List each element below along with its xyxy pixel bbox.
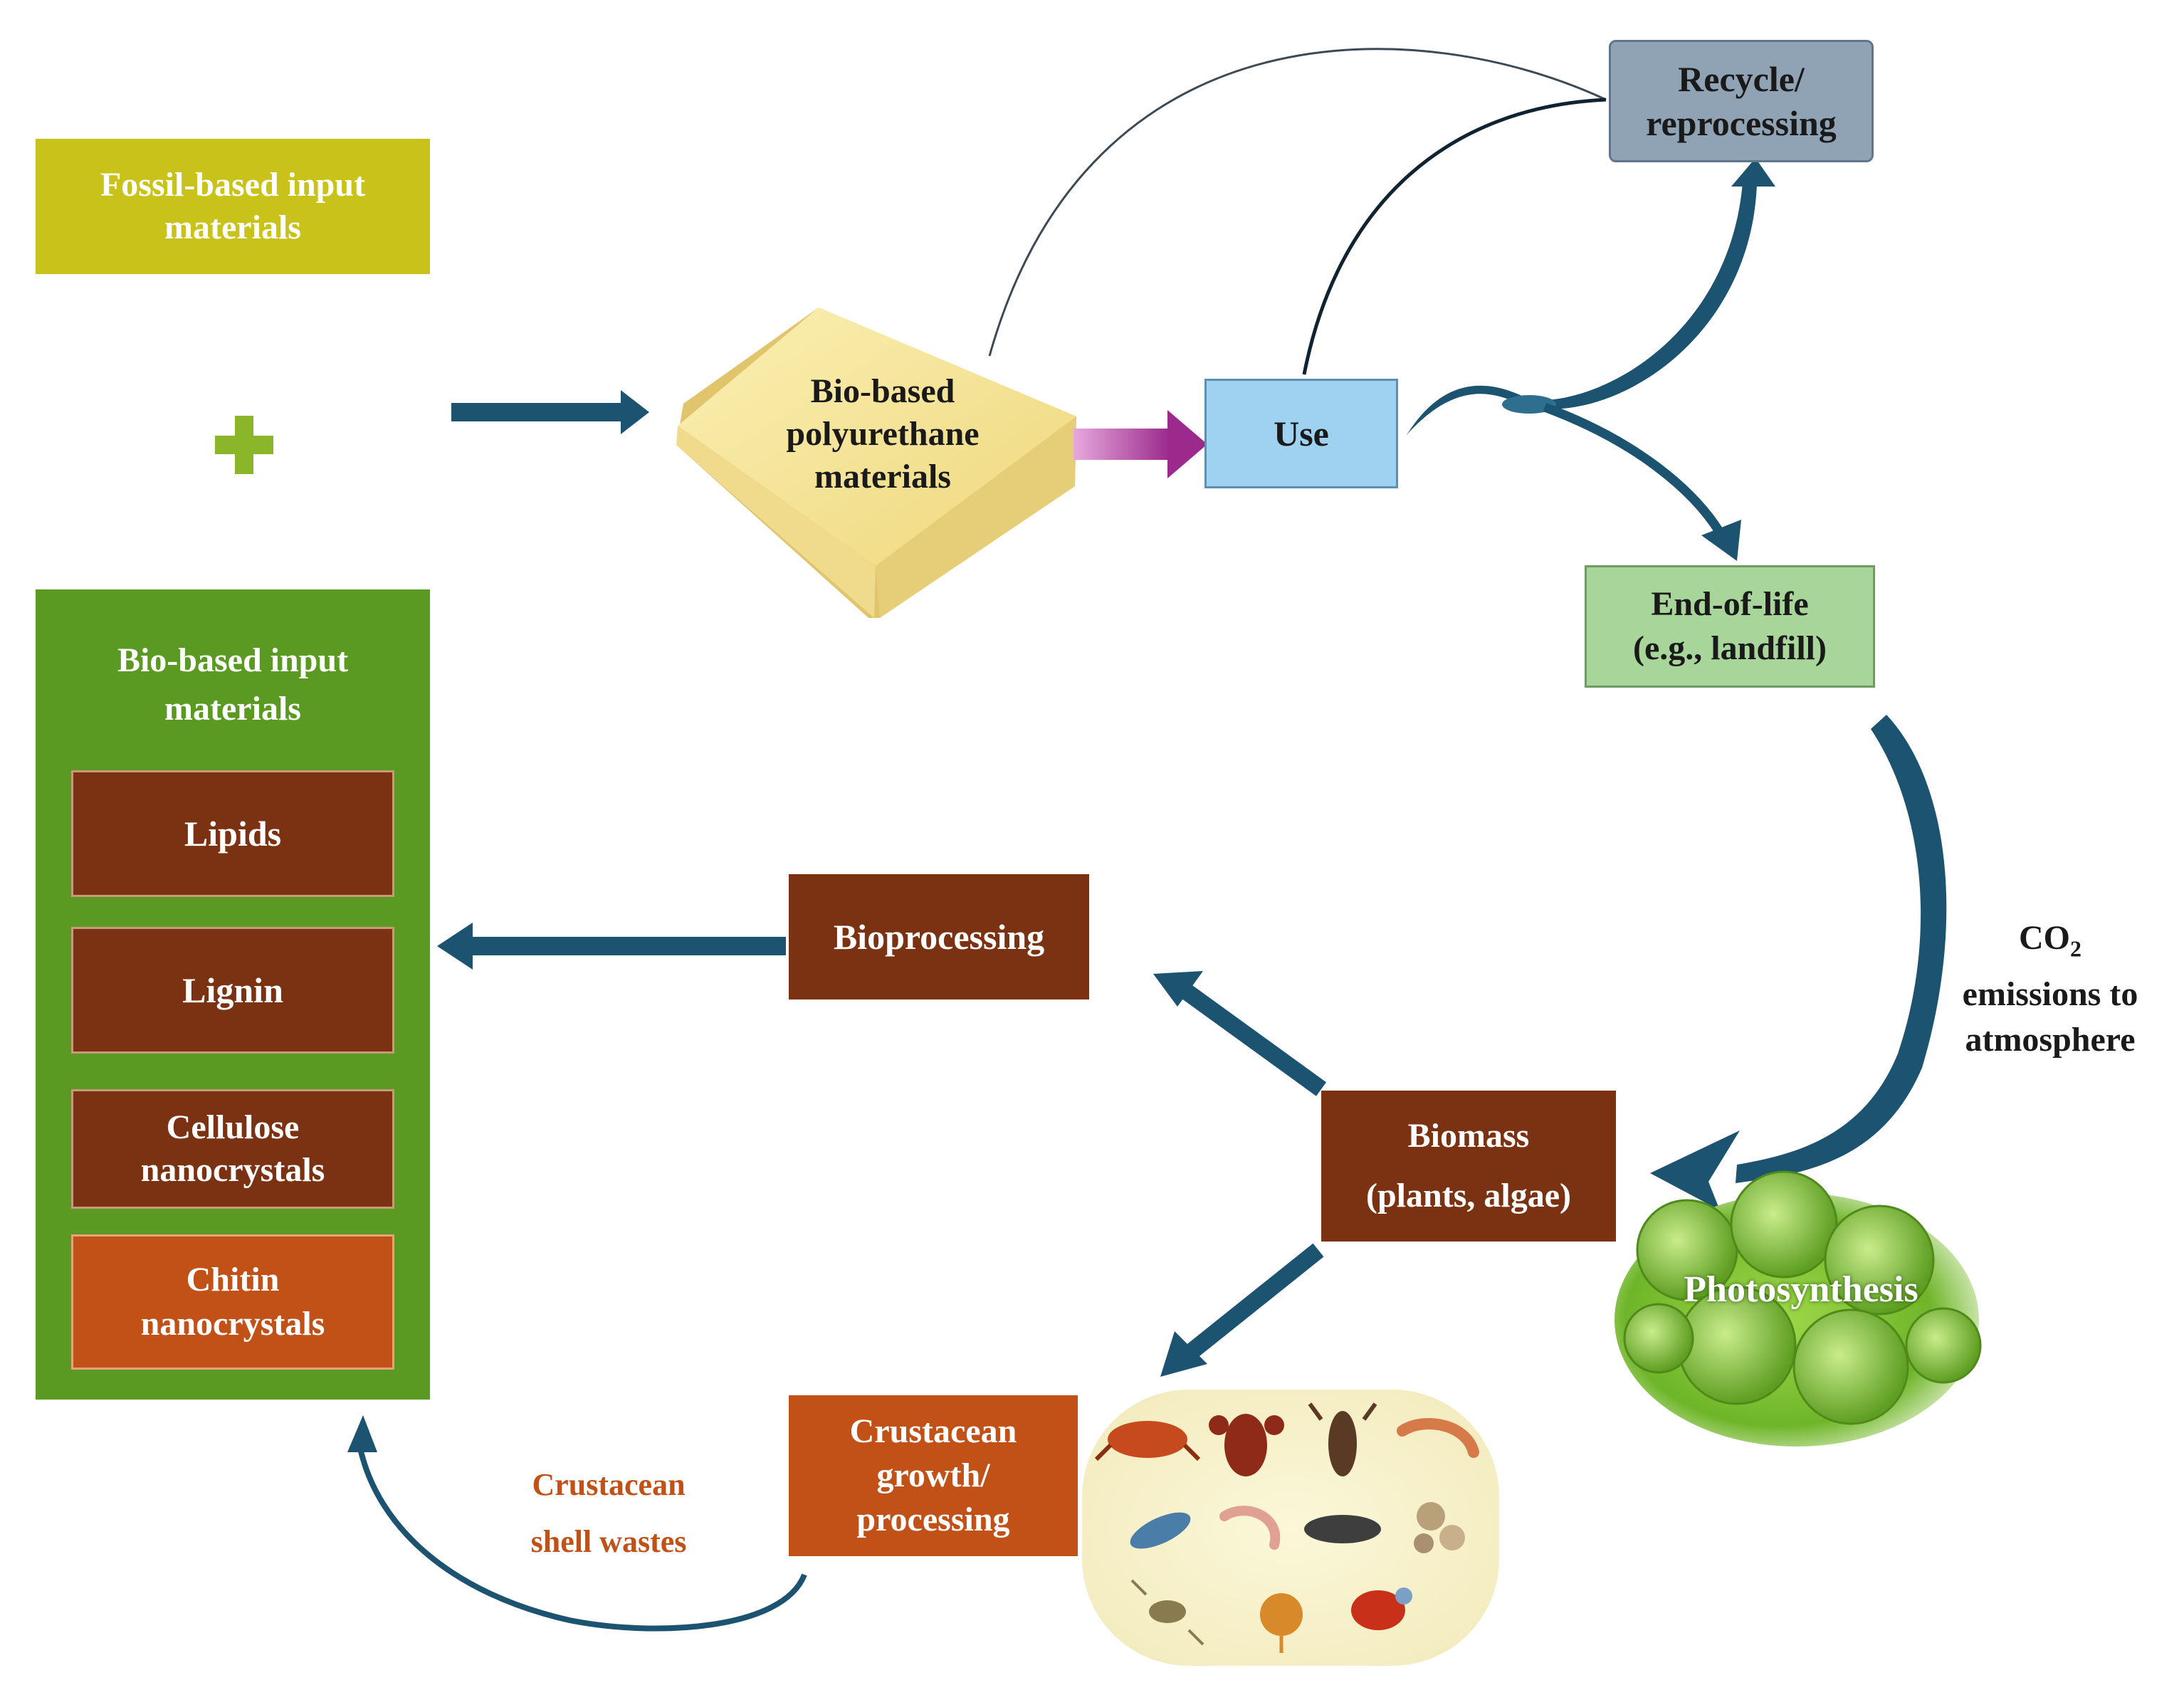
recycle-box: Recycle/ reprocessing xyxy=(1609,40,1874,162)
lipids-box: Lipids xyxy=(71,770,394,897)
arrow-biomass-to-bioprocessing xyxy=(1176,981,1327,1096)
bio-input-title-line-2: materials xyxy=(164,690,301,728)
polyurethane-label-line-2: polyurethane xyxy=(786,415,980,453)
arc-recycle-to-polyurethane xyxy=(988,48,1607,357)
crustacean-label-line-3: processing xyxy=(856,1501,1010,1538)
biomass-box: Biomass (plants, algae) xyxy=(1321,1091,1616,1242)
isopod-icon xyxy=(1304,1515,1381,1543)
photosynthesis-text: Photosynthesis xyxy=(1684,1269,1918,1310)
arrow-co2-cycle xyxy=(1736,715,1947,1183)
fossil-input-box: Fossil-based input materials xyxy=(36,139,430,274)
arrow-use-to-recycle-head xyxy=(1731,158,1775,187)
cellulose-label-line-1: Cellulose xyxy=(166,1108,300,1146)
co2-label-line-2: emissions to xyxy=(1962,975,2138,1013)
barnacle-icon xyxy=(1414,1502,1465,1553)
bioprocessing-box: Bioprocessing xyxy=(789,874,1089,999)
crayfish-icon xyxy=(1308,1402,1377,1476)
co2-subscript: 2 xyxy=(2070,935,2081,962)
photosynthesis-label: Photosynthesis xyxy=(1637,1269,1965,1311)
co2-label-line-3: atmosphere xyxy=(1965,1020,2136,1059)
shrimp-icon xyxy=(1397,1418,1479,1458)
prawn-icon xyxy=(1219,1506,1281,1550)
lobster-icon xyxy=(1209,1414,1284,1476)
lignin-box: Lignin xyxy=(71,927,394,1054)
biobased-polyurethane-node: Bio-based polyurethane materials xyxy=(705,363,1061,505)
cellulose-label-line-2: nanocrystals xyxy=(140,1151,325,1189)
arrow-biomass-to-crustacean xyxy=(1185,1243,1324,1360)
arrow-use-to-end-of-life xyxy=(1543,402,1724,535)
use-box: Use xyxy=(1204,379,1398,488)
plus-icon xyxy=(215,416,273,474)
bio-input-panel: Bio-based input materials Lipids Lignin … xyxy=(36,589,430,1400)
use-label: Use xyxy=(1274,414,1329,453)
bio-input-title: Bio-based input materials xyxy=(36,636,430,733)
end-of-life-label-line-1: End-of-life xyxy=(1651,585,1809,623)
arrow-inputs-to-polyurethane xyxy=(451,390,649,434)
cellulose-box: Cellulose nanocrystals xyxy=(71,1089,394,1209)
end-of-life-label-line-2: (e.g., landfill) xyxy=(1633,629,1827,667)
crustacean-label-line-2: growth/ xyxy=(876,1457,990,1494)
co2-emissions-label: CO2 emissions to atmosphere xyxy=(1922,915,2178,1063)
swoosh-knot xyxy=(1502,395,1556,414)
crustacean-label-line-1: Crustacean xyxy=(849,1412,1017,1450)
chitin-label-line-1: Chitin xyxy=(186,1261,280,1298)
arrow-shell-wastes-head xyxy=(347,1415,377,1452)
polyurethane-label-line-3: materials xyxy=(814,458,951,495)
amphipod-icon xyxy=(1130,1579,1204,1646)
crustacean-box: Crustacean growth/ processing xyxy=(789,1395,1078,1556)
arrow-bioprocessing-to-inputs xyxy=(437,923,786,970)
copepod-icon xyxy=(1130,1512,1191,1549)
hermit-crab-icon xyxy=(1351,1587,1412,1630)
co2-formula: CO2 xyxy=(1922,915,2178,972)
arrow-biomass-to-bioprocessing-head xyxy=(1153,971,1203,1007)
end-of-life-box: End-of-life (e.g., landfill) xyxy=(1585,565,1875,688)
algae-image xyxy=(1615,1170,1982,1447)
arc-recycle-to-use xyxy=(1302,98,1607,375)
recycle-label-line-2: reprocessing xyxy=(1646,103,1837,143)
polyurethane-label-line-1: Bio-based xyxy=(810,372,955,410)
chitin-label-line-2: nanocrystals xyxy=(140,1305,325,1343)
shell-wastes-line-1: Crustacean xyxy=(532,1467,686,1502)
arrow-polyurethane-to-use xyxy=(1073,410,1207,478)
larva-icon xyxy=(1260,1593,1303,1653)
shell-wastes-line-2: shell wastes xyxy=(530,1524,687,1559)
arrow-use-to-end-of-life-head xyxy=(1701,520,1741,561)
fossil-input-label: Fossil-based input materials xyxy=(100,166,366,246)
recycle-label-line-1: Recycle/ xyxy=(1678,59,1805,99)
biomass-label-line-1: Biomass xyxy=(1407,1117,1530,1155)
bioprocessing-label: Bioprocessing xyxy=(833,917,1045,957)
co2-text: CO xyxy=(2019,919,2070,957)
lignin-label: Lignin xyxy=(182,970,283,1010)
shell-wastes-label: Crustacean shell wastes xyxy=(491,1457,726,1570)
crustacean-image xyxy=(1082,1390,1499,1666)
lipids-label: Lipids xyxy=(184,814,282,854)
arrow-shell-wastes xyxy=(357,1444,807,1632)
arrow-biomass-to-crustacean-head xyxy=(1160,1331,1207,1377)
arrow-co2-cycle-head xyxy=(1650,1130,1740,1210)
biomass-label-line-2: (plants, algae) xyxy=(1366,1177,1571,1214)
chitin-box: Chitin nanocrystals xyxy=(71,1234,394,1370)
arrow-use-to-recycle xyxy=(1406,182,1757,436)
bio-input-title-line-1: Bio-based input xyxy=(117,641,349,679)
sponge-shape xyxy=(676,308,1076,618)
crab-icon xyxy=(1094,1421,1201,1461)
